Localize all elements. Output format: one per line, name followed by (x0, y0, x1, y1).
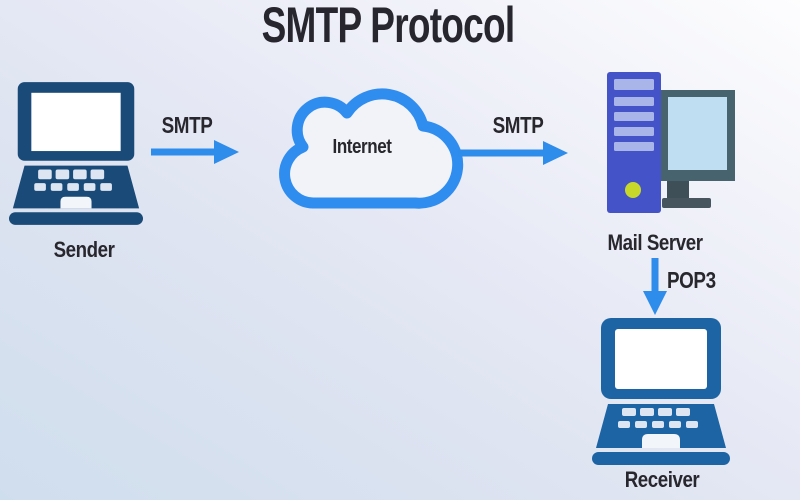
internet-cloud-icon (279, 88, 464, 209)
receiver-laptop-icon (592, 318, 730, 465)
server-tower-icon (607, 72, 661, 213)
internet-label: Internet (332, 136, 392, 158)
sender-label: Sender (53, 237, 115, 262)
pop3-edge-label: POP3 (667, 267, 716, 293)
smtp-arrow-right-icon-1 (151, 140, 239, 164)
smtp-arrow-right-icon-2 (458, 141, 568, 165)
pop3-arrow-down-icon (643, 258, 667, 315)
mail-server-label: Mail Server (607, 230, 703, 255)
monitor-icon (660, 90, 735, 208)
smtp-edge-label-2: SMTP (492, 112, 544, 138)
server-led-icon (625, 182, 641, 198)
sender-laptop-icon (9, 82, 143, 225)
page-title: SMTP Protocol (261, 0, 516, 53)
smtp-edge-label-1: SMTP (161, 112, 213, 138)
receiver-label: Receiver (624, 467, 700, 492)
mail-server-icon (607, 72, 735, 213)
